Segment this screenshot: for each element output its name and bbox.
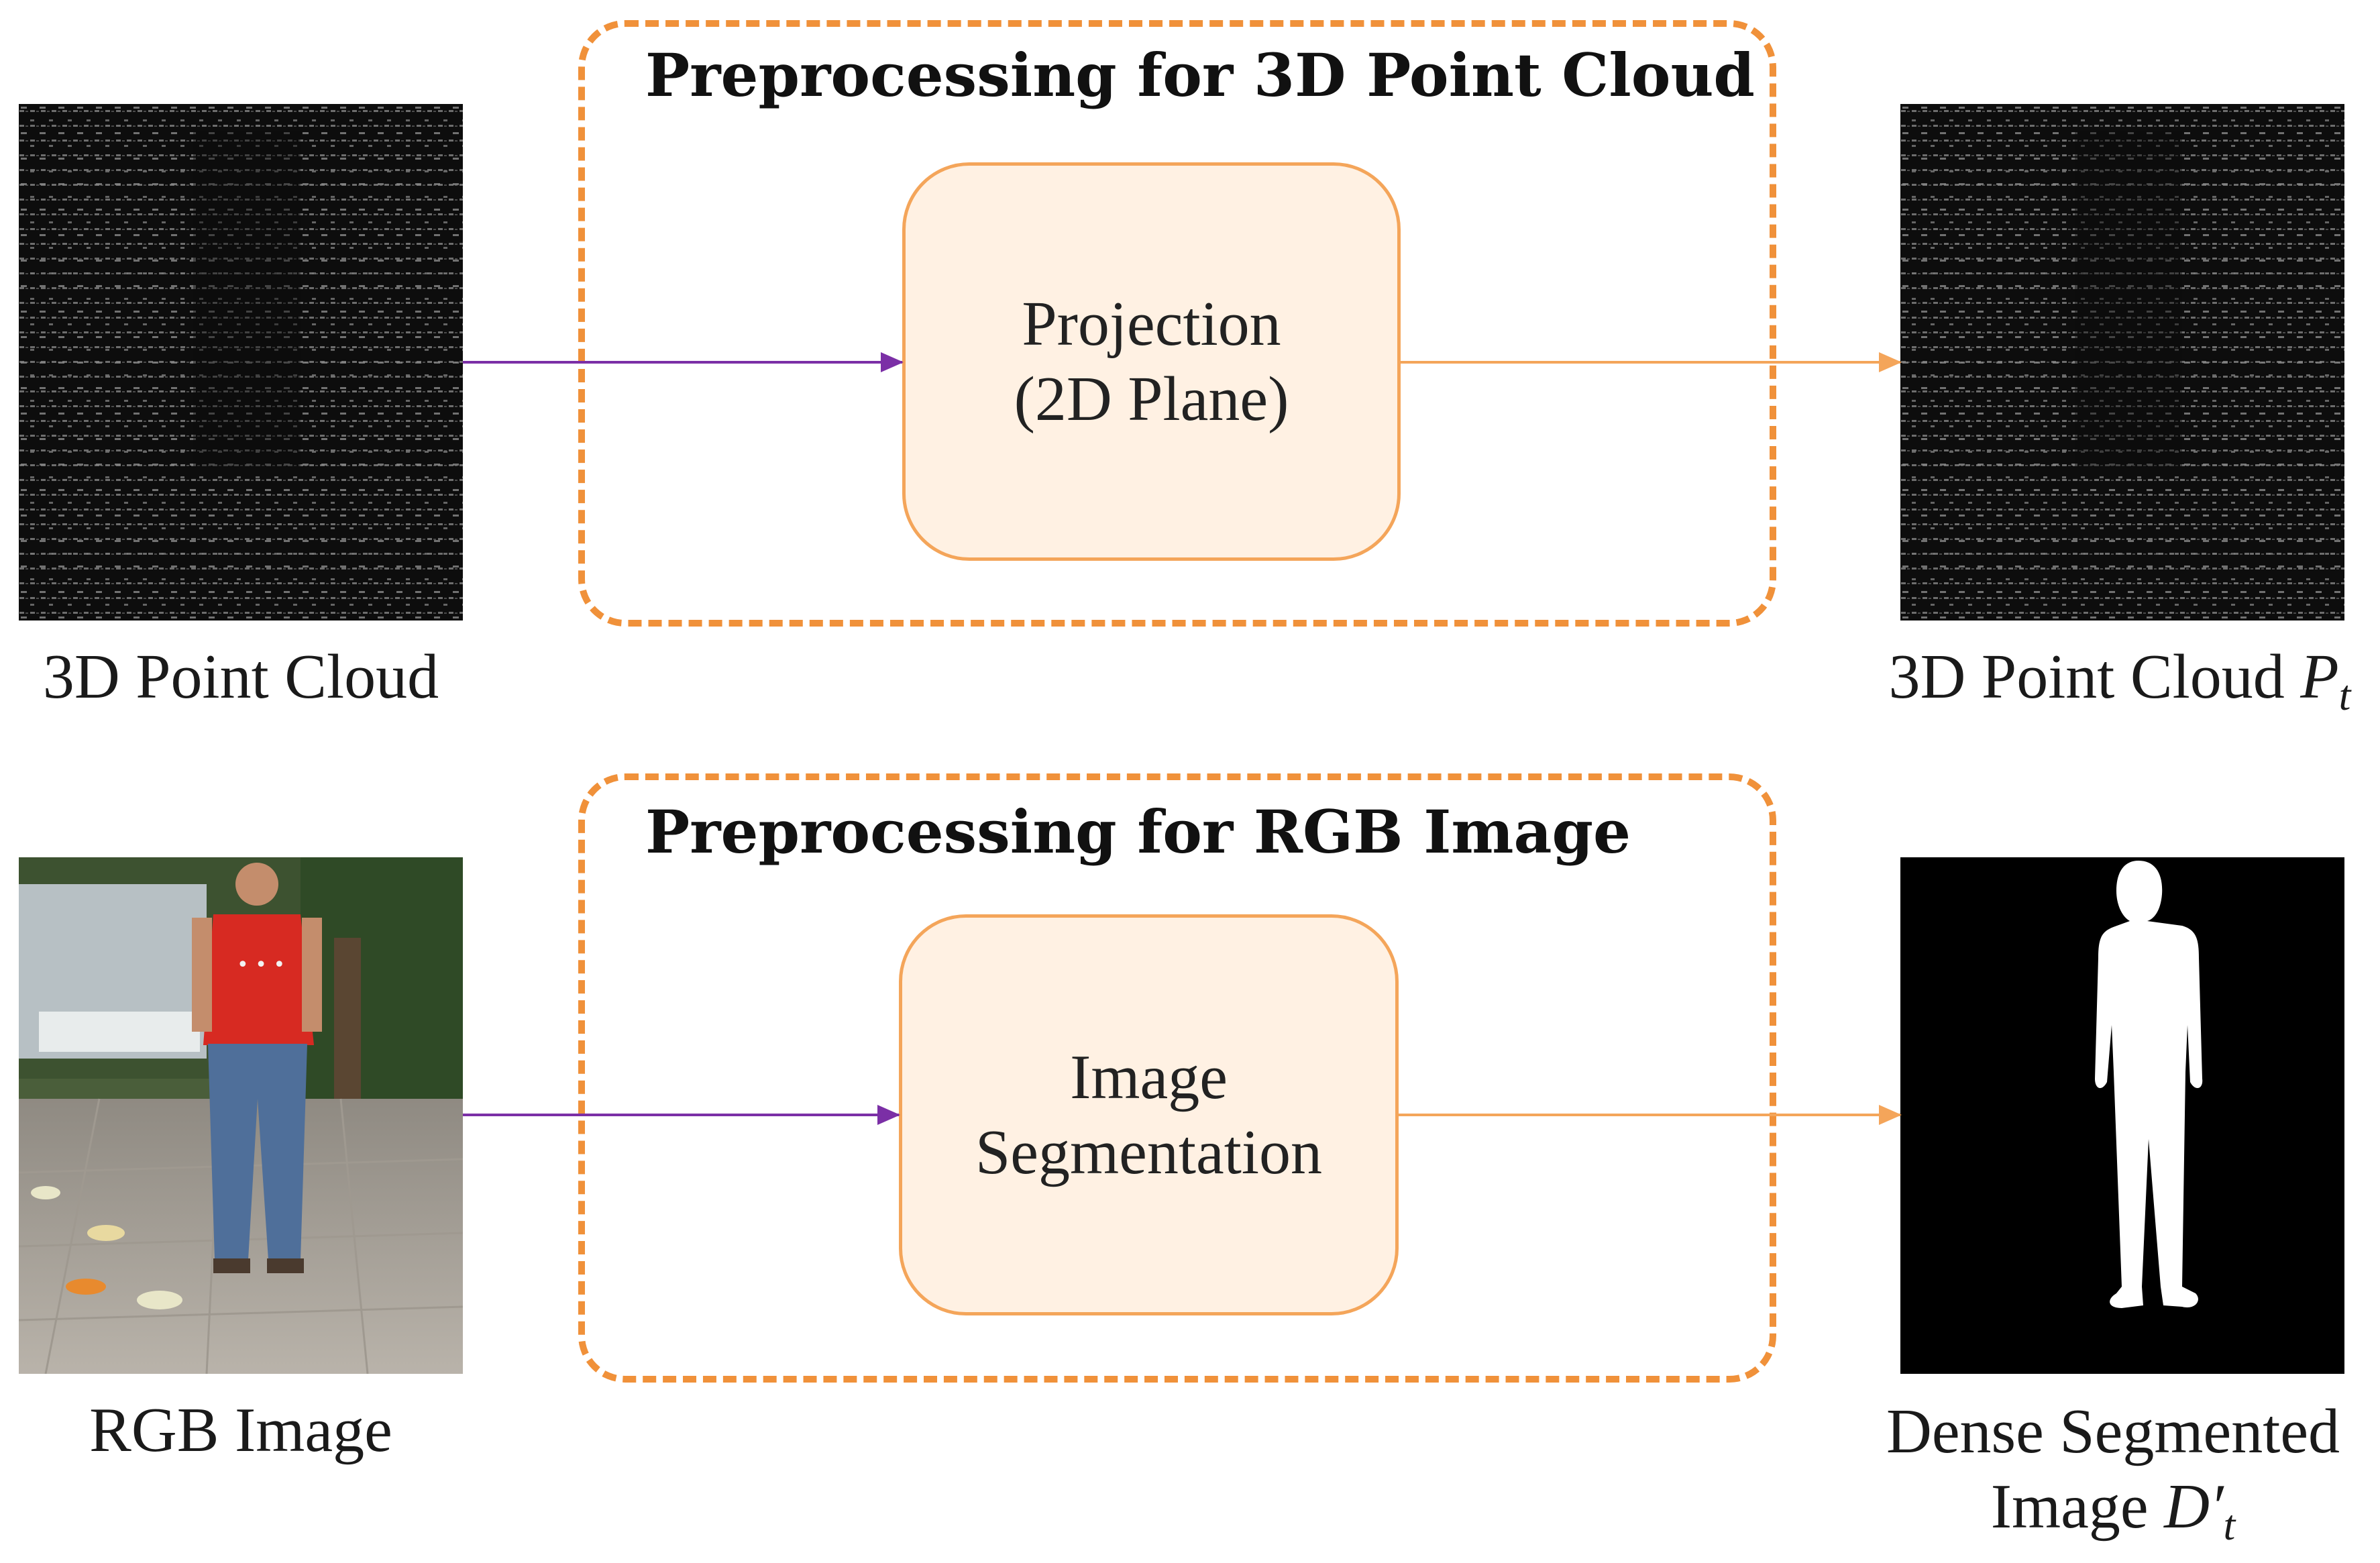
- segmented-label-line1: Dense Segmented: [1886, 1397, 2340, 1466]
- projection-line2: (2D Plane): [1014, 364, 1289, 434]
- rgb-input-label: RGB Image: [89, 1395, 392, 1465]
- point-cloud-texture-right: [1900, 104, 2344, 621]
- input-point-cloud-image: [19, 104, 463, 621]
- rgb-preprocessing-group: [578, 773, 1776, 1383]
- input-point-cloud-label: 3D Point Cloud: [42, 642, 439, 712]
- segmentation-line1: Image: [1070, 1042, 1228, 1112]
- segmented-silhouette: [1900, 857, 2344, 1374]
- segmented-label-line2: Image D′t: [1851, 1469, 2375, 1563]
- segmented-output-label: Dense Segmented Image D′t: [1851, 1394, 2375, 1563]
- segmentation-line2: Segmentation: [975, 1118, 1322, 1187]
- projection-line1: Projection: [1022, 289, 1281, 359]
- output-point-cloud-subscript: t: [2338, 671, 2351, 719]
- point-cloud-texture-left: [19, 104, 463, 621]
- segmented-label-subscript: t: [2223, 1501, 2236, 1549]
- rgb-scene-illustration: • • •: [19, 857, 463, 1374]
- rgb-input-image: • • •: [19, 857, 463, 1374]
- projection-process-box: Projection (2D Plane): [902, 162, 1401, 561]
- segmented-output-image: [1900, 857, 2344, 1374]
- svg-text:• • •: • • •: [237, 953, 285, 977]
- output-point-cloud-image: [1900, 104, 2344, 621]
- segmentation-process-box: Image Segmentation: [899, 914, 1399, 1315]
- segmented-label-symbol: D′: [2164, 1472, 2224, 1542]
- segmented-label-word: Image: [1990, 1472, 2149, 1542]
- rgb-group-title: Preprocessing for RGB Image: [645, 797, 1631, 867]
- pointcloud-preprocessing-group: [578, 20, 1776, 627]
- pointcloud-group-title: Preprocessing for 3D Point Cloud: [645, 40, 1755, 110]
- output-point-cloud-symbol: P: [2300, 642, 2339, 712]
- output-point-cloud-text: 3D Point Cloud: [1888, 642, 2285, 712]
- output-point-cloud-label: 3D Point Cloud Pt: [1858, 641, 2380, 720]
